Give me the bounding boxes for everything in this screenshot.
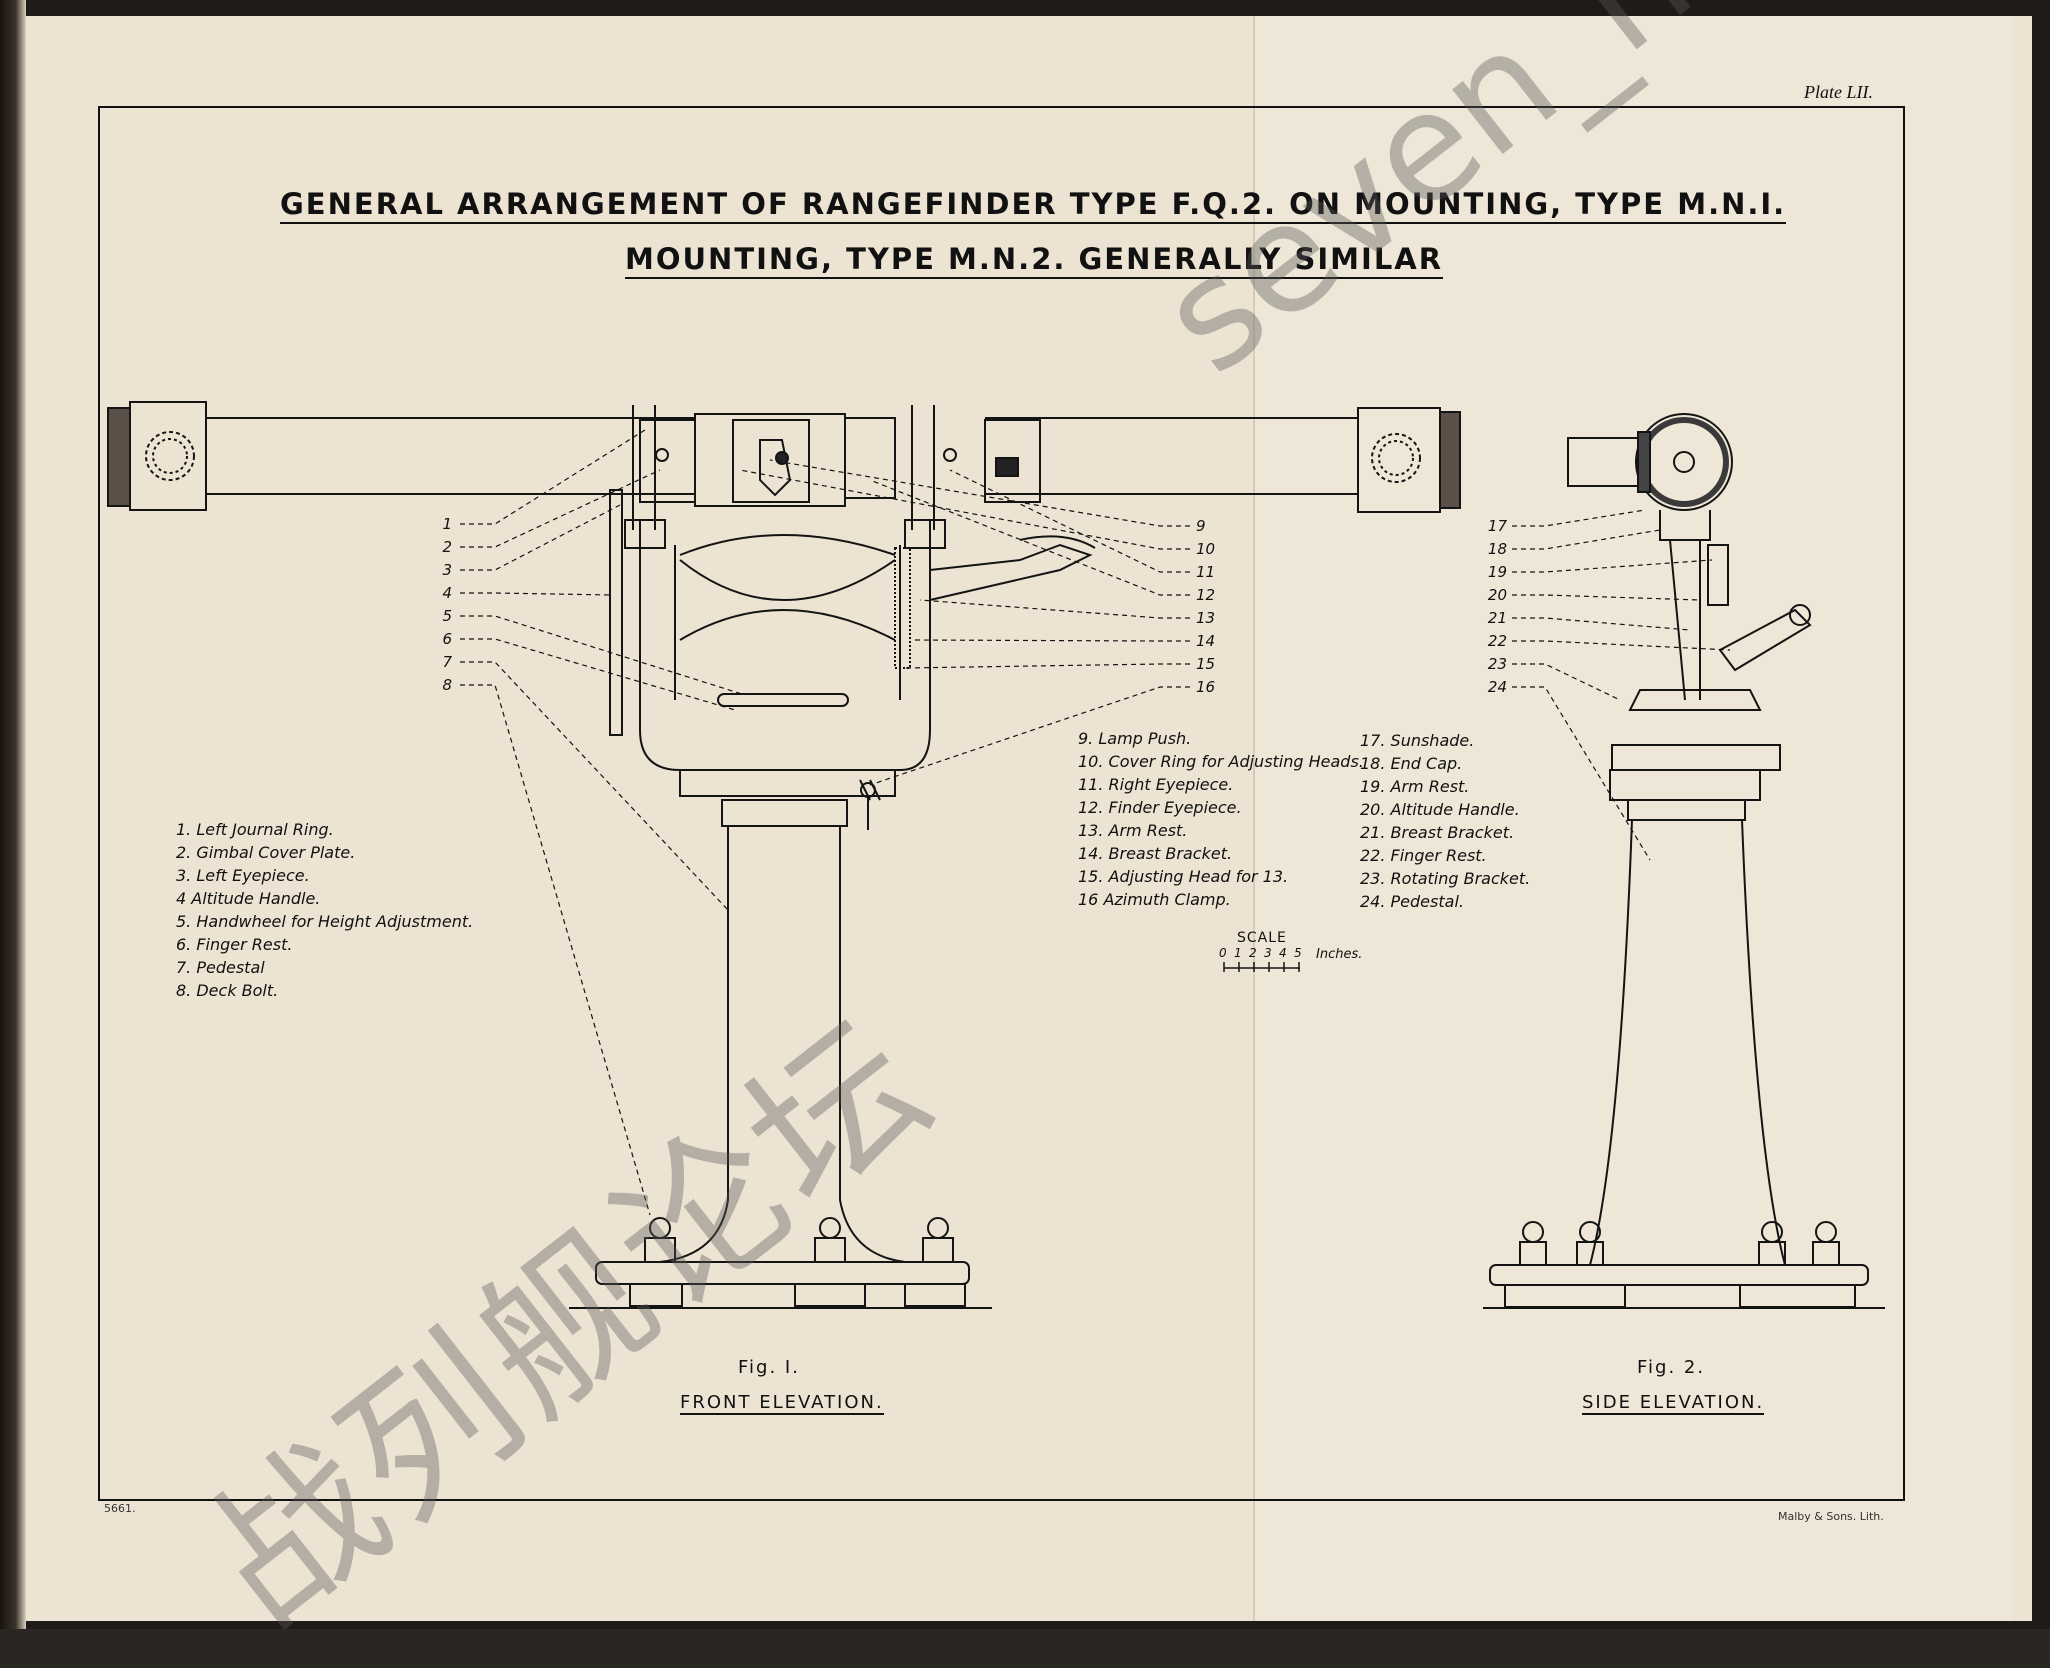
- callout-number: 2: [442, 538, 452, 556]
- callout-number: 20: [1487, 586, 1507, 604]
- callout-number: 21: [1487, 609, 1507, 627]
- legend-item: 3. Left Eyepiece.: [176, 866, 310, 885]
- rangefinder-tube: [107, 401, 1461, 513]
- legend-item: 23. Rotating Bracket.: [1360, 869, 1531, 888]
- legend-item: 18. End Cap.: [1360, 754, 1463, 773]
- rangefinder-drawing: [107, 401, 1885, 1309]
- scale-label: SCALE: [1237, 930, 1287, 946]
- callout-number: 11: [1196, 563, 1216, 581]
- scale-tick: 4: [1279, 946, 1287, 960]
- print-number: 5661.: [104, 1502, 136, 1515]
- callout-number: 23: [1487, 655, 1507, 673]
- callout-number: 15: [1196, 655, 1216, 673]
- scale-tick: 2: [1249, 946, 1257, 960]
- legend-item: 12. Finder Eyepiece.: [1078, 798, 1242, 817]
- printer-imprint: Malby & Sons. Lith.: [1778, 1510, 1884, 1523]
- cradle-and-bracket: [609, 489, 1096, 797]
- scale-tick: 0: [1219, 946, 1227, 960]
- paper-sheet-right-half: [1255, 16, 2012, 1621]
- fig2-caption: SIDE ELEVATION.: [1582, 1392, 1765, 1415]
- legend-middle: 9. Lamp Push. 10. Cover Ring for Adjustin…: [1078, 727, 1364, 911]
- legend-item: 6. Finger Rest.: [176, 935, 293, 954]
- legend-item: 4 Altitude Handle.: [176, 889, 321, 908]
- callout-number: 3: [442, 561, 452, 579]
- legend-item: 16 Azimuth Clamp.: [1078, 890, 1231, 909]
- plate-border: [98, 106, 1905, 1501]
- legend-item: 2. Gimbal Cover Plate.: [176, 843, 356, 862]
- legend-item: 14. Breast Bracket.: [1078, 844, 1233, 863]
- legend-item: 8. Deck Bolt.: [176, 981, 279, 1000]
- book-spine: [0, 0, 26, 1629]
- callout-number: 12: [1196, 586, 1216, 604]
- callout-number: 7: [442, 653, 452, 671]
- scale-tick: 5: [1294, 946, 1302, 960]
- callout-number: 19: [1487, 563, 1507, 581]
- fig1-label: Fig. I.: [738, 1357, 800, 1378]
- callout-number: 6: [442, 630, 452, 648]
- legend-item: 19. Arm Rest.: [1360, 777, 1470, 796]
- legend-item: 9. Lamp Push.: [1078, 729, 1192, 748]
- legend-item: 17. Sunshade.: [1360, 731, 1475, 750]
- callout-number: 24: [1487, 678, 1507, 696]
- callout-number: 16: [1196, 678, 1216, 696]
- front-pedestal: [569, 779, 992, 1309]
- plate-number: Plate LII.: [1804, 82, 1873, 102]
- callout-number: 22: [1487, 632, 1507, 650]
- callout-number: 5: [442, 607, 452, 625]
- legend-item: 7. Pedestal: [176, 958, 265, 977]
- legend-item: 20. Altitude Handle.: [1360, 800, 1520, 819]
- legend-item: 5. Handwheel for Height Adjustment.: [176, 912, 474, 931]
- callout-number: 4: [442, 584, 452, 602]
- side-elevation-drawing: [1483, 413, 1885, 1309]
- callout-number: 13: [1196, 609, 1216, 627]
- callout-number: 17: [1487, 517, 1507, 535]
- legend-right: 17. Sunshade. 18. End Cap. 19. Arm Rest. 20…: [1360, 729, 1530, 913]
- legend-item: 15. Adjusting Head for 13.: [1078, 867, 1289, 886]
- scale-tick: 1: [1234, 946, 1242, 960]
- legend-item: 10. Cover Ring for Adjusting Heads.: [1078, 752, 1364, 771]
- title-line-2: MOUNTING, TYPE M.N.2. GENERALLY SIMILAR: [625, 242, 1444, 279]
- scale-bar: [1223, 962, 1300, 972]
- legend-item: 11. Right Eyepiece.: [1078, 775, 1234, 794]
- callout-number: 14: [1196, 632, 1216, 650]
- callout-number: 1: [442, 515, 452, 533]
- legend-item: 13. Arm Rest.: [1078, 821, 1188, 840]
- callout-number: 10: [1196, 540, 1216, 558]
- leader-lines: [460, 429, 1731, 1216]
- callout-number: 18: [1487, 540, 1507, 558]
- legend-item: 22. Finger Rest.: [1360, 846, 1487, 865]
- scale-unit: Inches.: [1316, 947, 1363, 962]
- legend-left: 1. Left Journal Ring. 2. Gimbal Cover Pla…: [176, 818, 473, 1002]
- scale-tick: 3: [1264, 946, 1272, 960]
- callout-number: 9: [1196, 517, 1206, 535]
- callout-number: 8: [442, 676, 452, 694]
- fig1-caption: FRONT ELEVATION.: [680, 1392, 884, 1415]
- gimbal-assembly: [624, 405, 957, 549]
- legend-item: 21. Breast Bracket.: [1360, 823, 1515, 842]
- center-fold: [1253, 16, 1255, 1621]
- title-line-1: GENERAL ARRANGEMENT OF RANGEFINDER TYPE …: [280, 187, 1787, 224]
- fig2-label: Fig. 2.: [1637, 1357, 1706, 1378]
- legend-item: 24. Pedestal.: [1360, 892, 1464, 911]
- legend-item: 1. Left Journal Ring.: [176, 820, 334, 839]
